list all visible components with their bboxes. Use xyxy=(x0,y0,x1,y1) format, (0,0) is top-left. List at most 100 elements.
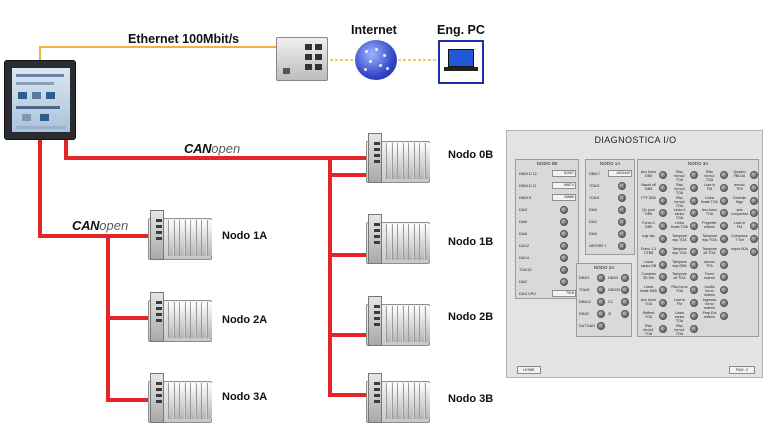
io-label: Tampone equ DB5 xyxy=(672,259,687,268)
nodo-3a-title: NODO 3A xyxy=(687,161,709,166)
io-label: DA/2 xyxy=(519,280,527,284)
status-led-icon xyxy=(597,274,605,282)
canopen-bold: CAN xyxy=(184,141,212,156)
nodo-2a-label: Nodo 2A xyxy=(222,314,268,326)
io-label: Qx pool DB5 xyxy=(642,208,655,217)
status-led-icon xyxy=(720,299,728,307)
nodo-1b-label: Nodo 1B xyxy=(448,236,494,248)
status-led-icon xyxy=(720,235,728,243)
io-label: Risc forno2 TOA xyxy=(704,170,715,182)
status-led-icon xyxy=(659,247,667,256)
status-led-icon xyxy=(750,183,758,192)
status-led-icon xyxy=(690,222,698,231)
status-led-icon xyxy=(690,183,698,192)
io-module-icon xyxy=(148,373,212,423)
io-label: VAPORE 1 xyxy=(589,244,607,248)
io-label: DA/5 xyxy=(589,232,597,236)
io-label: Linea finale TOA xyxy=(671,221,688,230)
io-label: DB3/33 xyxy=(608,288,620,292)
status-led-icon xyxy=(659,222,667,231)
io-label: Prep Ext esterni xyxy=(702,310,717,319)
status-led-icon xyxy=(750,196,758,205)
io-label: vapor I/DA xyxy=(731,246,748,251)
io-label: DA/12 xyxy=(519,244,529,248)
io-label: DB4/2 xyxy=(579,312,589,316)
canopen-light: open xyxy=(99,218,129,233)
io-module-icon xyxy=(366,373,430,423)
io-label: amvoc TFA xyxy=(704,259,715,268)
ethernet-label: Ethernet 100Mbit/s xyxy=(128,32,240,46)
next-page-button[interactable]: PAG. 2 xyxy=(729,366,755,374)
io-label: DA TOA/3 xyxy=(579,324,596,328)
diagnostica-title: DIAGNOSTICA I/O xyxy=(594,135,677,145)
io-label: Centrale frigo xyxy=(732,195,747,204)
home-button[interactable]: HOME xyxy=(517,366,541,374)
io-module-icon xyxy=(366,214,430,264)
canopen-b-drop xyxy=(328,158,368,177)
io-label: TOA/3 xyxy=(589,184,600,188)
io-label: TOA/13 xyxy=(519,268,532,272)
io-label: Luce in FM xyxy=(703,182,716,191)
status-led-icon xyxy=(750,222,758,231)
io-label: Quadro FBLDA xyxy=(733,170,746,178)
io-label: DA/14 xyxy=(519,256,529,260)
status-led-icon xyxy=(750,247,758,256)
status-led-icon xyxy=(659,299,667,307)
io-label: Aux forno DB5 xyxy=(640,170,657,178)
io-label: Nastri off DB5 xyxy=(641,182,656,191)
status-led-icon xyxy=(618,242,626,250)
nodo-3b-label: Nodo 3B xyxy=(448,393,494,405)
io-module-icon xyxy=(148,210,212,260)
io-label: Ingresso forno esterni xyxy=(702,298,717,310)
io-label: Risc forno1 TOA xyxy=(643,323,654,336)
io-value-field: 1634440 xyxy=(608,170,632,177)
status-led-icon xyxy=(690,273,698,282)
io-label: DB4/3 xyxy=(608,276,618,280)
status-led-icon xyxy=(659,171,667,179)
io-label: Tampone equ TOA xyxy=(672,234,687,242)
io-label: FTF DB5 xyxy=(641,195,656,200)
status-led-icon xyxy=(659,273,667,282)
io-label: DA/3 xyxy=(519,208,527,212)
io-label: Compres 3D Set xyxy=(641,272,656,281)
io-label: DBM.7 xyxy=(589,172,600,176)
status-led-icon xyxy=(720,273,728,282)
io-label: Risc forno TOA xyxy=(671,285,688,294)
status-led-icon xyxy=(720,183,728,192)
io-label: DB44.D 12 xyxy=(519,172,537,176)
status-led-icon xyxy=(560,206,568,214)
io-label: Tampone equ TOA xyxy=(702,234,717,242)
canopen-logo-b: CANopen xyxy=(184,141,240,156)
status-led-icon xyxy=(560,230,568,238)
status-led-icon xyxy=(690,171,698,179)
status-led-icon xyxy=(618,182,626,190)
io-label: Tampone off TOA xyxy=(672,272,687,281)
status-led-icon xyxy=(659,311,667,320)
io-label: DB4/3 xyxy=(579,276,589,280)
io-label: C3 xyxy=(608,300,613,304)
io-value-field: 89874 xyxy=(552,182,576,189)
internet-label: Internet xyxy=(351,23,397,37)
status-led-icon xyxy=(560,254,568,262)
status-led-icon xyxy=(720,311,728,320)
io-label: TOA/4 xyxy=(589,196,600,200)
io-label: Linea finale TOA xyxy=(701,195,718,204)
status-led-icon xyxy=(720,247,728,256)
status-led-icon xyxy=(720,171,728,179)
status-led-icon xyxy=(597,310,605,318)
status-led-icon xyxy=(750,171,758,179)
io-label: Aux forno TOA xyxy=(640,298,657,306)
io-label: DA/5 xyxy=(589,208,597,212)
io-label: Raffred TOA xyxy=(642,310,655,319)
io-label: Linea 4 carico TOA xyxy=(673,208,686,221)
laptop-icon xyxy=(438,40,484,84)
io-label: DB44.5 xyxy=(519,196,531,200)
status-led-icon xyxy=(690,260,698,269)
status-led-icon xyxy=(618,194,626,202)
nodo-2b-label: Nodo 2B xyxy=(448,311,494,323)
status-led-icon xyxy=(750,209,758,218)
ethernet-switch-icon xyxy=(276,37,328,81)
